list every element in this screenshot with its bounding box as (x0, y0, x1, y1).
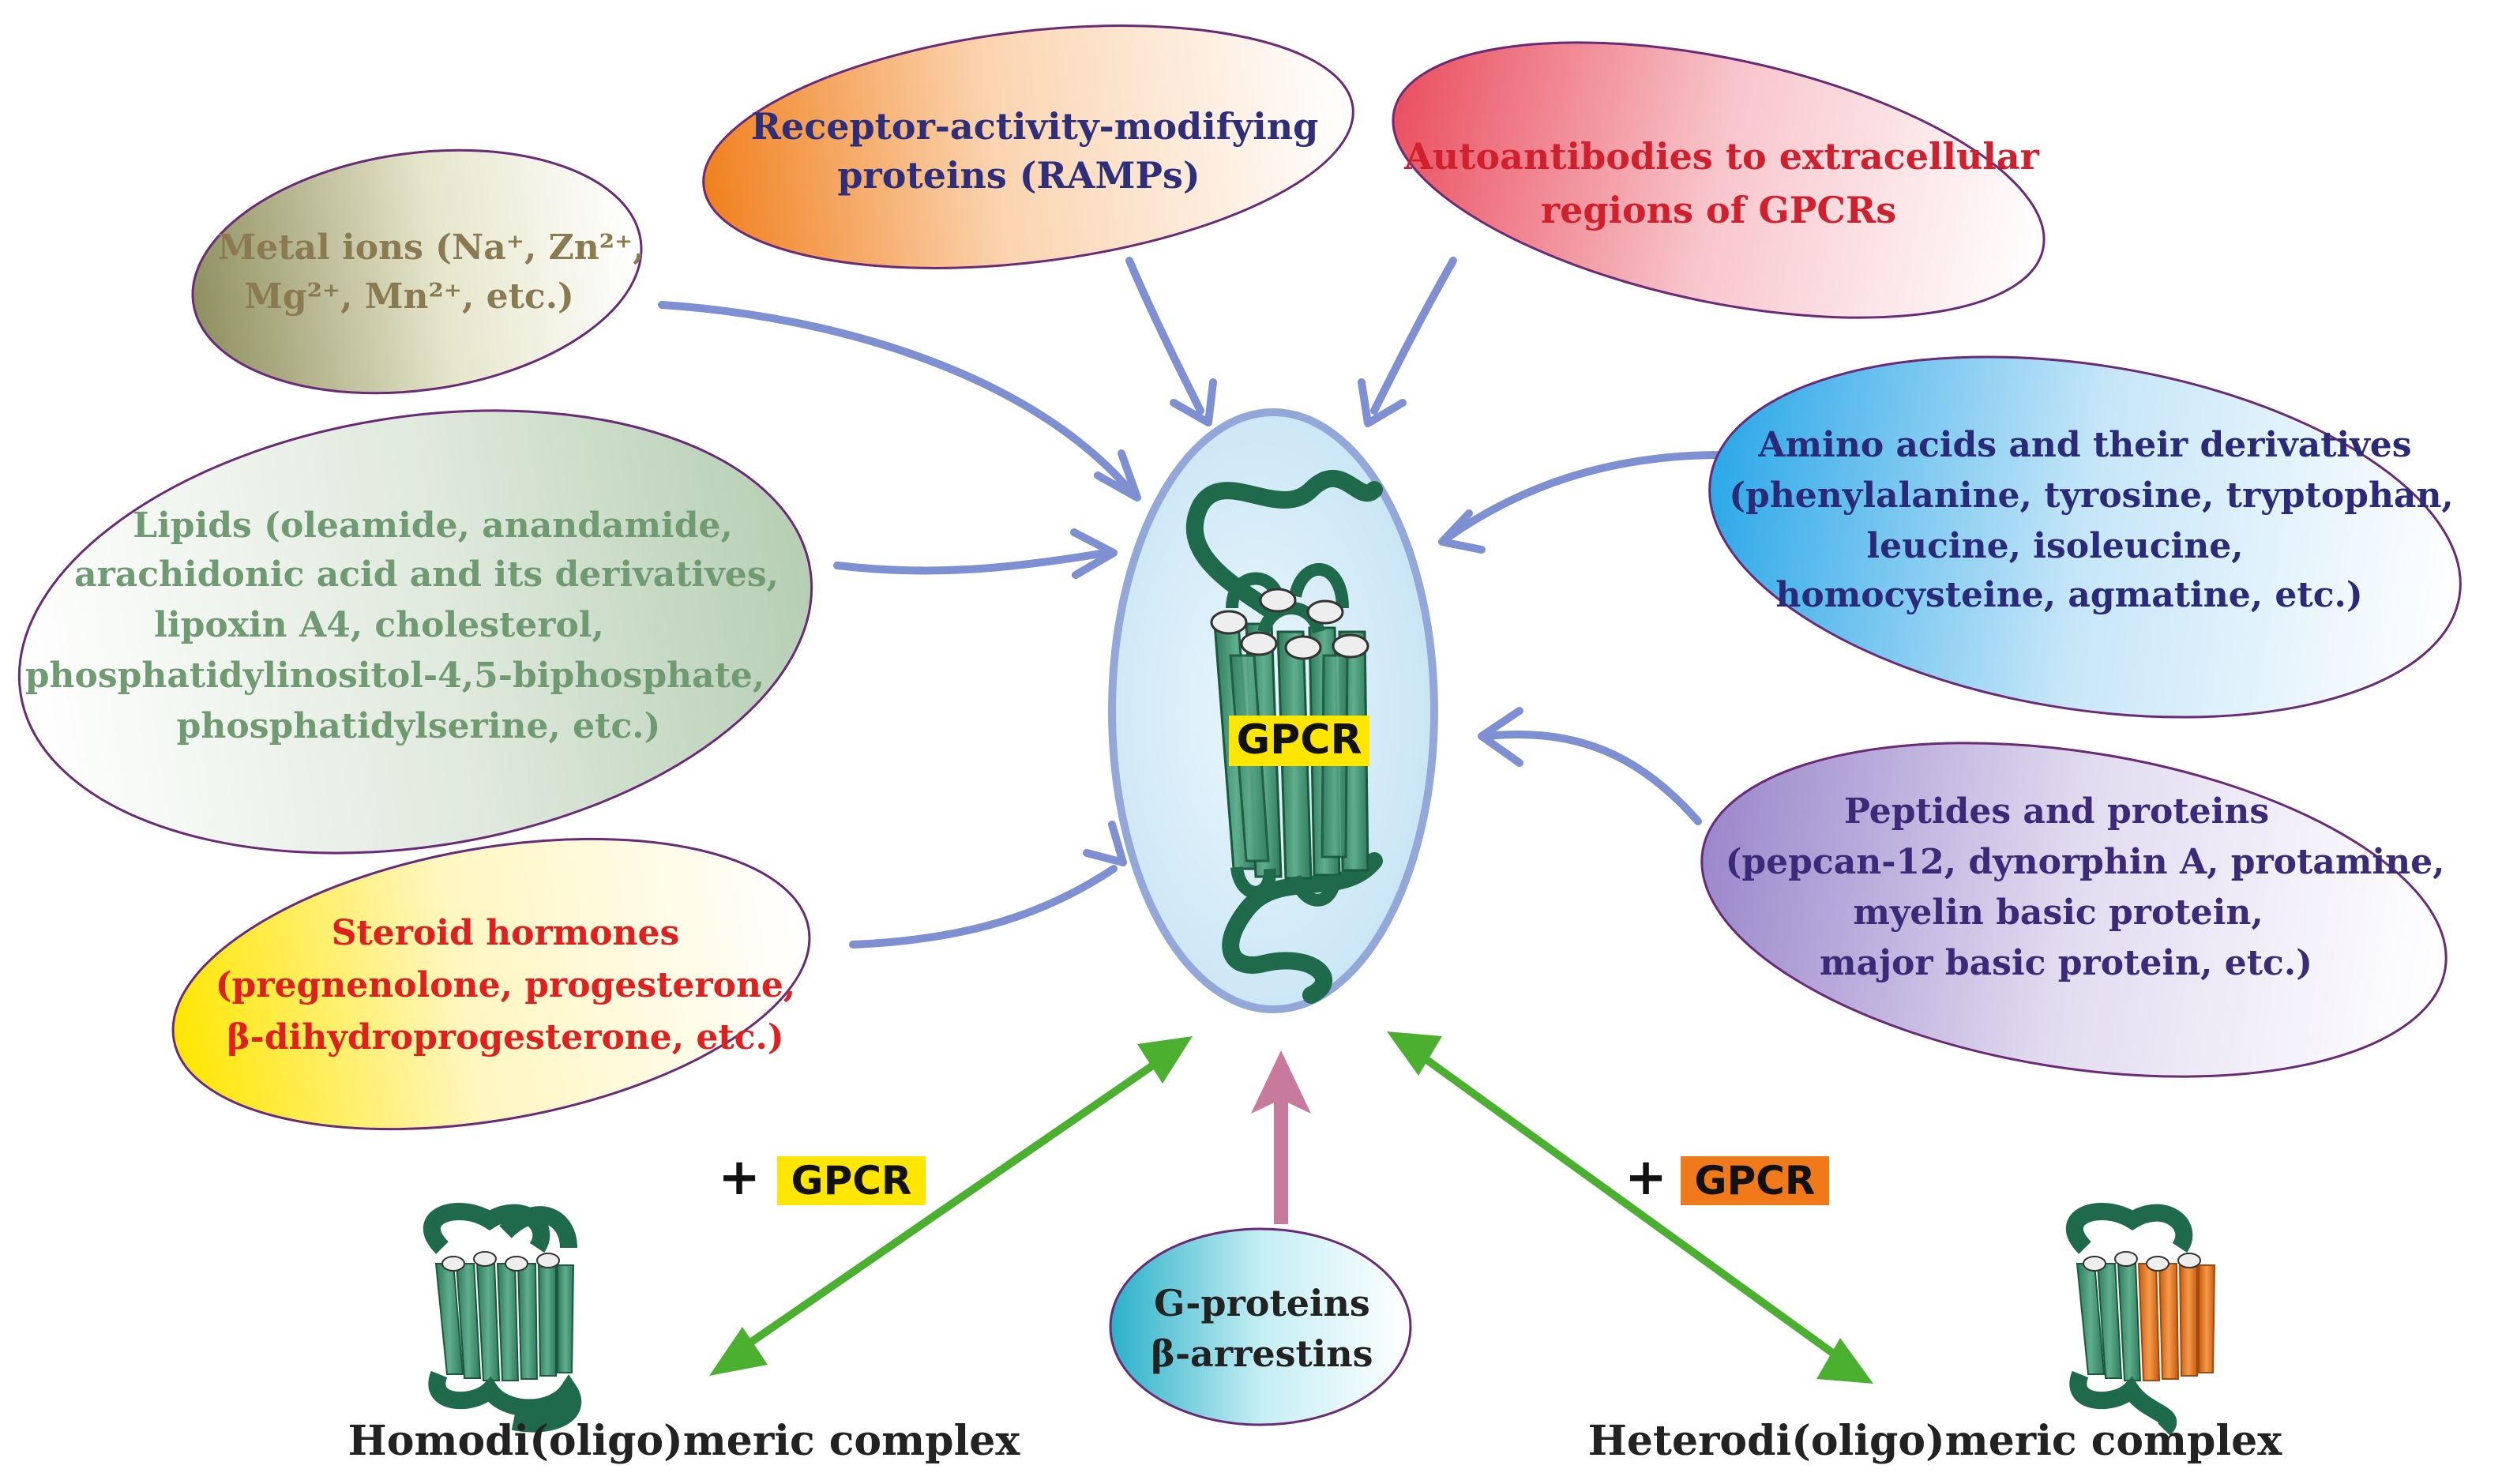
arrow-steroids (849, 865, 1118, 949)
arrow-lipids (833, 549, 1110, 575)
hetero-dimer-icon (2065, 1202, 2216, 1436)
hetero-plus-tag: + GPCR (1625, 1148, 1829, 1207)
peptides-line-4: major basic protein, etc.) (1820, 943, 2312, 983)
gpcr-center-label: GPCR (1237, 716, 1362, 764)
ligand-autoantibodies: Autoantibodies to extracellular regions … (1392, 41, 2046, 319)
ligand-metal-ions: Metal ions (Na⁺, Zn²⁺, Mg²⁺, Mn²⁺, etc.) (191, 148, 645, 395)
homo-plus: + (718, 1148, 761, 1207)
arrow-hetero-complex (1387, 1031, 1873, 1384)
peptides-line-3: myelin basic protein, (1853, 892, 2263, 933)
homo-tag-box (777, 1156, 926, 1205)
arrow-autoantibodies (1370, 257, 1457, 415)
ligand-peptides: Peptides and proteins (pepcan-12, dynorp… (1700, 742, 2448, 1078)
peptides-line-2: (pepcan-12, dynorphin A, protamine, (1726, 842, 2445, 882)
lipids-line-2: arachidonic acid and its derivatives, (74, 554, 779, 595)
lipids-line-4: phosphatidylinositol-4,5-biphosphate, (25, 656, 764, 696)
autoantibodies-line-2: regions of GPCRs (1541, 189, 1896, 231)
metal-ions-line-1: Metal ions (Na⁺, Zn²⁺, (217, 227, 644, 268)
ramps-line-1: Receptor-activity-modifying (751, 105, 1319, 148)
hetero-tag: GPCR (1695, 1158, 1816, 1204)
amino-acids-line-3: leucine, isoleucine, (1866, 526, 2243, 566)
arrow-g-proteins (1251, 1050, 1311, 1224)
lipids-line-1: Lipids (oleamide, anandamide, (133, 505, 733, 546)
gpcr-label-box (1229, 716, 1369, 766)
amino-acids-line-2: (phenylalanine, tyrosine, tryptophan, (1729, 475, 2454, 516)
homo-plus-tag: + GPCR (718, 1148, 926, 1207)
arrow-peptides (1484, 730, 1702, 825)
ligand-arrows (658, 257, 1726, 949)
arrow-heads (1070, 378, 1523, 866)
arrow-metal-ions (658, 301, 1133, 494)
lipids-line-3: lipoxin A4, cholesterol, (154, 605, 604, 645)
homo-dimer-icon (423, 1202, 582, 1433)
amino-acids-line-1: Amino acids and their derivatives (1757, 425, 2411, 465)
hetero-plus: + (1625, 1148, 1667, 1207)
ligand-lipids: Lipids (oleamide, anandamide, arachidoni… (17, 409, 813, 855)
autoantibodies-line-1: Autoantibodies to extracellular (1403, 135, 2040, 178)
ligand-ramps: Receptor-activity-modifying proteins (RA… (702, 24, 1354, 269)
homo-tag: GPCR (791, 1158, 912, 1204)
peptides-line-1: Peptides and proteins (1844, 791, 2269, 832)
metal-ions-line-2: Mg²⁺, Mn²⁺, etc.) (244, 276, 574, 317)
homo-caption: Homodi(oligo)meric complex (348, 1417, 1021, 1465)
hetero-tag-box (1681, 1156, 1829, 1205)
steroids-line-2: (pregnenolone, progesterone, (216, 965, 796, 1005)
ligand-steroids: Steroid hormones (pregnenolone, progeste… (171, 837, 811, 1131)
arrow-ramps (1125, 257, 1204, 415)
g-proteins-line-2: β-arrestins (1151, 1332, 1373, 1375)
ligand-amino-acids: Amino acids and their derivatives (pheny… (1708, 355, 2462, 719)
g-proteins-line-1: G-proteins (1154, 1282, 1370, 1324)
lipids-line-5: phosphatidylserine, etc.) (177, 706, 661, 746)
steroids-line-3: β-dihydroprogesterone, etc.) (227, 1017, 783, 1058)
arrow-amino-acids (1444, 451, 1726, 541)
hetero-caption: Heterodi(oligo)meric complex (1588, 1417, 2283, 1465)
amino-acids-line-4: homocysteine, agmatine, etc.) (1775, 575, 2362, 615)
ramps-line-2: proteins (RAMPs) (837, 154, 1200, 197)
arrow-homo-complex (709, 1036, 1193, 1376)
steroids-line-1: Steroid hormones (332, 913, 680, 953)
g-proteins-ellipse: G-proteins β-arrestins (1109, 1227, 1412, 1426)
